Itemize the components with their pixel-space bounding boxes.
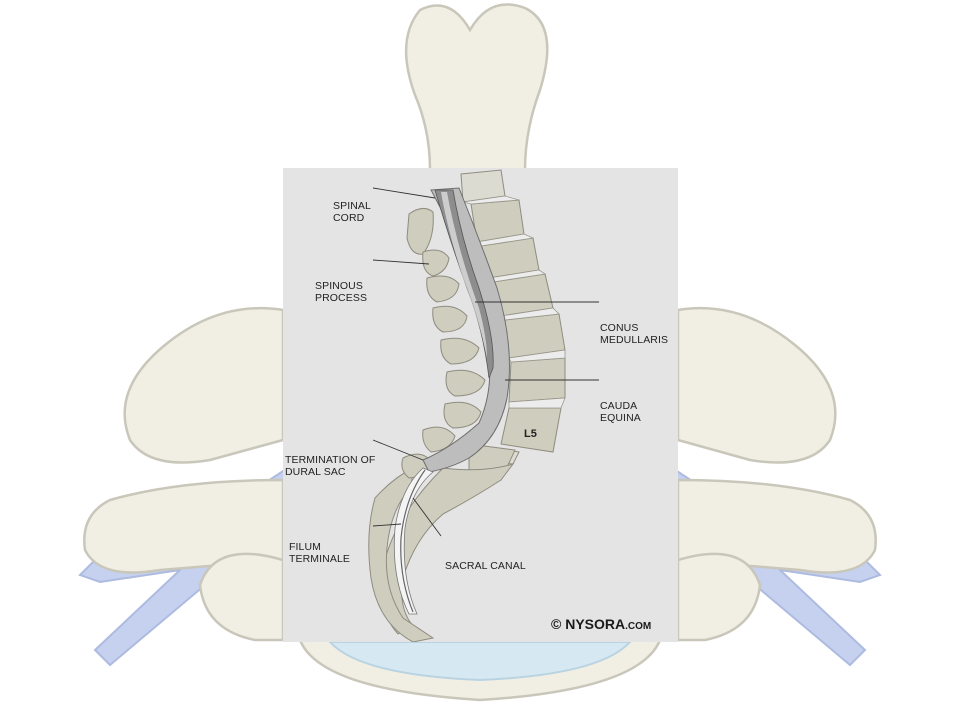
- intervertebral-discs: [462, 195, 566, 409]
- copyright-symbol: ©: [551, 616, 562, 632]
- spinous-processes: [401, 208, 486, 479]
- copyright-brand: NYSORA: [565, 616, 626, 632]
- spinal-cord: [434, 189, 494, 379]
- copyright-notice: © NYSORA.COM: [551, 616, 651, 632]
- cord-highlight: [441, 192, 487, 358]
- sacral-canal: [393, 467, 434, 615]
- spine-sagittal-svg: [368, 169, 599, 642]
- leader-lines: [372, 187, 599, 537]
- filum-terminale: [400, 469, 426, 613]
- label-sacral-canal: SACRAL CANAL: [445, 560, 526, 572]
- label-l5-vertebra: L5: [524, 428, 537, 440]
- copyright-suffix: .COM: [625, 621, 652, 632]
- background-canal: [327, 641, 633, 682]
